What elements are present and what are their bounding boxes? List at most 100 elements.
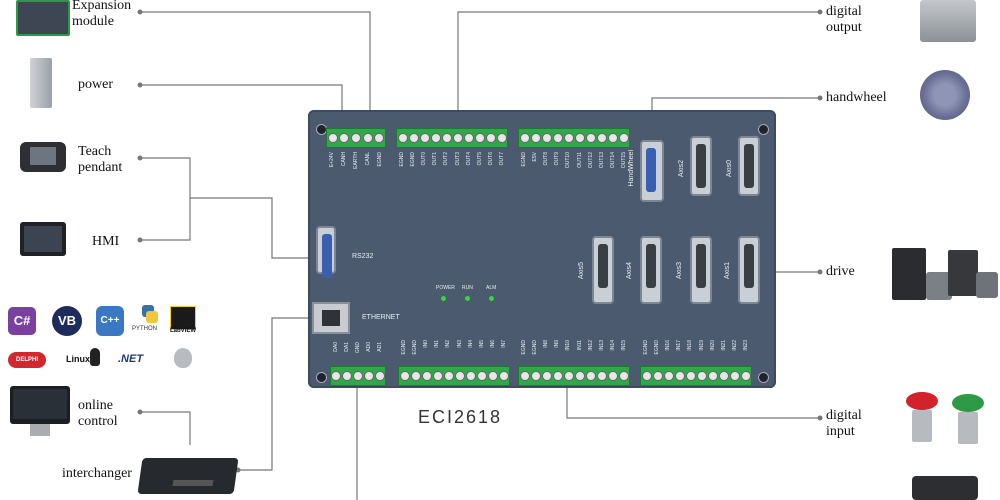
pin-label: EARTH bbox=[353, 152, 359, 169]
pin-label: E+24V bbox=[329, 152, 335, 168]
linux-tux-icon bbox=[90, 348, 100, 366]
stepper-drive-icon bbox=[948, 250, 978, 296]
expansion-module-icon bbox=[16, 0, 70, 36]
axis0-label: Axis0 bbox=[726, 160, 733, 178]
pin-label: IN7 bbox=[501, 340, 508, 348]
axis0-port bbox=[738, 136, 760, 196]
pin-label: EGND bbox=[398, 152, 405, 167]
pin-label: EGND bbox=[531, 340, 538, 355]
pin-label: DA1 bbox=[343, 342, 350, 352]
axis5-label: Axis5 bbox=[578, 262, 585, 280]
pin-label: IN11 bbox=[576, 340, 583, 351]
pin-label: EGND bbox=[409, 152, 416, 167]
rs232-label: RS232 bbox=[352, 253, 374, 260]
pin-label: IN4 bbox=[467, 340, 474, 348]
pin-label: OUT3 bbox=[454, 152, 461, 166]
pin-label: IN23 bbox=[743, 340, 750, 351]
led-run-label: RUN bbox=[462, 285, 473, 291]
pin-label: IN3 bbox=[456, 340, 463, 348]
hmi-screen-icon bbox=[20, 222, 66, 256]
pin-label: IN1 bbox=[434, 340, 441, 348]
pin-label: OUT12 bbox=[587, 152, 594, 169]
pin-label: IN15 bbox=[621, 340, 628, 351]
pin-label: OUT13 bbox=[599, 152, 605, 169]
pin-label: IN17 bbox=[676, 340, 683, 351]
pin-label: IN2 bbox=[445, 340, 452, 348]
pin-label: IN21 bbox=[721, 340, 727, 351]
pin-label: E5V bbox=[531, 152, 538, 162]
stepper-motor-icon bbox=[976, 272, 998, 298]
pin-label: IN8 bbox=[543, 340, 549, 348]
pin-label: OUT5 bbox=[477, 152, 483, 166]
python-logo-label: PYTHON bbox=[132, 326, 158, 332]
label-digital-output-line2: output bbox=[826, 20, 862, 35]
pin-label: OUT6 bbox=[488, 152, 495, 166]
label-handwheel: handwheel bbox=[826, 90, 887, 105]
pin-label: OUT0 bbox=[421, 152, 427, 166]
label-digital-input-line2: input bbox=[826, 424, 855, 439]
label-drive: drive bbox=[826, 264, 855, 279]
network-switch-icon bbox=[137, 458, 239, 494]
rs232-port bbox=[316, 226, 336, 278]
pin-label: EGND bbox=[520, 340, 527, 355]
vb-logo-icon: VB bbox=[52, 306, 82, 336]
green-button-body-icon bbox=[958, 412, 978, 444]
axis3-port bbox=[690, 236, 712, 304]
teach-pendant-icon bbox=[20, 142, 66, 172]
pin-label: IN18 bbox=[687, 340, 694, 351]
axis2-label: Axis2 bbox=[678, 160, 685, 178]
top-terminal-block-3 bbox=[518, 128, 630, 148]
bottom-terminal-block-3 bbox=[518, 366, 630, 386]
power-supply-icon bbox=[30, 58, 52, 108]
led-run-indicator bbox=[465, 296, 470, 301]
label-hmi: HMI bbox=[92, 234, 120, 249]
green-push-button-icon bbox=[952, 394, 984, 412]
pin-label: EGND bbox=[400, 340, 407, 355]
pin-label: IN5 bbox=[479, 340, 485, 348]
dotnet-logo-label: .NET bbox=[118, 353, 144, 365]
pin-label: IN14 bbox=[610, 340, 617, 351]
red-push-button-icon bbox=[906, 392, 938, 410]
red-button-body-icon bbox=[912, 410, 932, 442]
mount-hole-top-right bbox=[758, 124, 769, 135]
pin-label: IN19 bbox=[698, 340, 705, 351]
handwheel-icon bbox=[920, 70, 970, 120]
bottom-terminal-block-2 bbox=[398, 366, 510, 386]
solenoid-valve-icon bbox=[920, 0, 976, 42]
led-alm-label: ALM bbox=[486, 285, 497, 291]
pin-label: OUT11 bbox=[576, 152, 583, 168]
pin-label: OUT8 bbox=[543, 152, 549, 166]
axis1-label: Axis1 bbox=[724, 262, 731, 280]
labview-logo-icon bbox=[170, 306, 196, 330]
mount-hole-bottom-left bbox=[316, 372, 327, 383]
label-digital-output-line1: digital bbox=[826, 4, 862, 19]
axis5-port bbox=[592, 236, 614, 304]
pin-label: IN10 bbox=[565, 340, 572, 351]
pin-label: IN16 bbox=[665, 340, 671, 351]
pin-label: GND bbox=[355, 342, 361, 354]
pin-label: OUT1 bbox=[432, 152, 439, 166]
axis1-port bbox=[738, 236, 760, 304]
label-teach-pendant-line2: pendant bbox=[78, 160, 123, 175]
linux-logo-label: Linux bbox=[66, 354, 90, 364]
label-expansion-module-line1: Expansion bbox=[72, 0, 132, 13]
delphi-logo-icon: DELPHI bbox=[8, 352, 46, 368]
bottom-terminal-block-4 bbox=[640, 366, 752, 386]
label-online-control-line2: control bbox=[78, 414, 118, 429]
pin-label: CANL bbox=[365, 152, 371, 166]
label-expansion-module-line2: module bbox=[72, 14, 114, 29]
pin-label: IN6 bbox=[490, 340, 497, 348]
led-power-indicator bbox=[441, 296, 446, 301]
pin-label: EGND bbox=[642, 340, 649, 355]
pin-label: IN9 bbox=[554, 340, 561, 348]
ethernet-port bbox=[312, 302, 350, 334]
pin-label: OUT2 bbox=[443, 152, 450, 166]
pin-label: OUT9 bbox=[554, 152, 561, 166]
pin-label: EGND bbox=[411, 340, 418, 355]
csharp-logo-icon: C# bbox=[8, 307, 36, 335]
labview-logo-label: LabVIEW bbox=[170, 328, 197, 334]
led-alm-indicator bbox=[489, 296, 494, 301]
top-terminal-block-2 bbox=[396, 128, 508, 148]
pin-label: OUT4 bbox=[465, 152, 472, 166]
pin-label: OUT14 bbox=[610, 152, 617, 169]
